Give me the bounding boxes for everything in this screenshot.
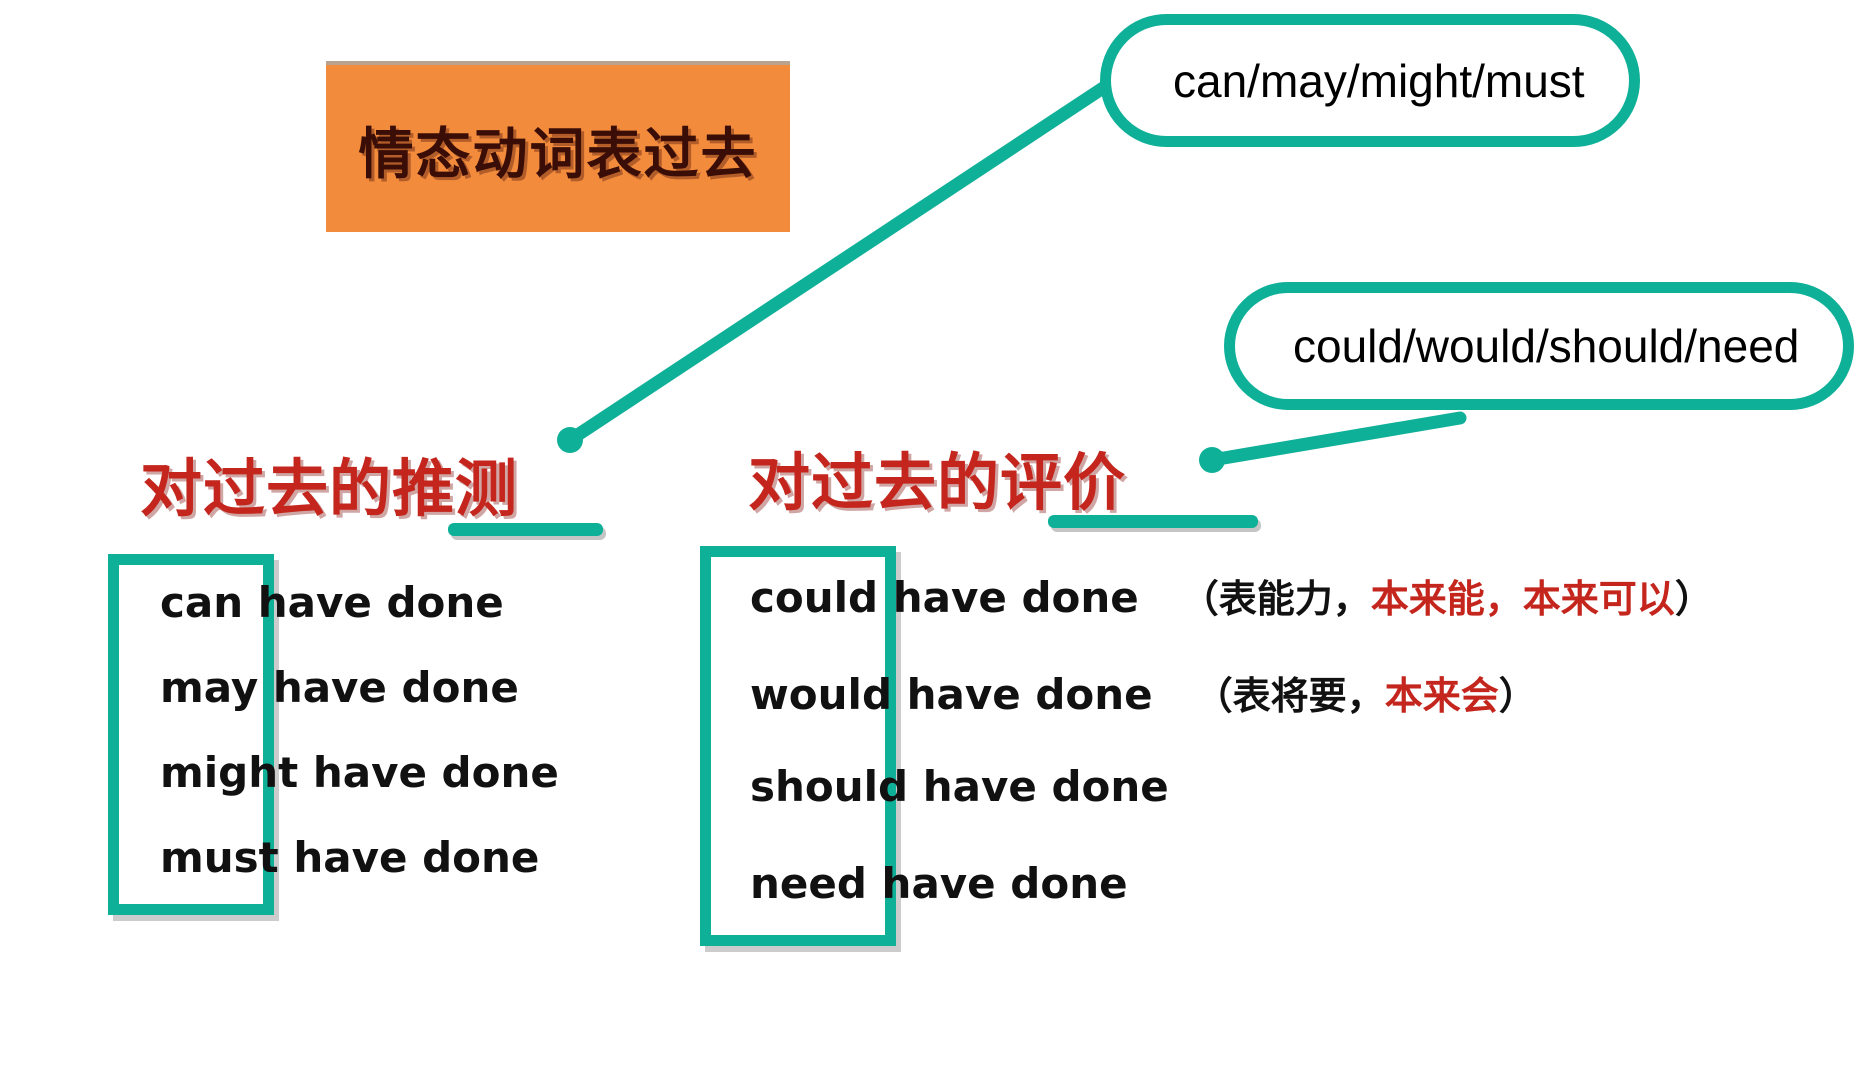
list-item: need have done <box>750 859 1713 956</box>
phrase-list-evaluation: could have done （表能力，本来能，本来可以） would hav… <box>750 568 1713 956</box>
connector-dot-1 <box>557 427 583 453</box>
highlight-box-right <box>700 546 896 946</box>
phrase-annotation: （表能力，本来能，本来可以） <box>1181 568 1713 623</box>
phrase-text: should have done <box>750 762 1169 811</box>
annotation-red: 本来能，本来可以 <box>1370 577 1675 621</box>
phrase-text: can have done <box>160 578 504 627</box>
phrase-annotation: （表将要，本来会） <box>1195 665 1537 720</box>
title-text: 情态动词表过去 <box>358 121 758 186</box>
heading-speculation: 对过去的推测 <box>140 452 519 525</box>
phrase-text: would have done <box>750 670 1153 719</box>
speech-bubble-1-text: can/may/might/must <box>1173 54 1585 107</box>
speech-bubble-modals-past[interactable]: could/would/should/need <box>1224 282 1854 410</box>
annotation-tail: ） <box>1674 577 1713 621</box>
phrase-text: might have done <box>160 748 559 797</box>
connector-dot-2 <box>1199 447 1225 473</box>
phrase-text: could have done <box>750 573 1139 622</box>
phrase-text: must have done <box>160 833 540 882</box>
phrase-text: may have done <box>160 663 519 712</box>
heading-evaluation: 对过去的评价 <box>748 446 1127 519</box>
heading-underline-left <box>448 523 603 536</box>
speech-bubble-modals-present[interactable]: can/may/might/must <box>1100 14 1640 147</box>
list-item: must have done <box>160 833 559 918</box>
title-banner: 情态动词表过去 <box>326 61 790 232</box>
heading-underline-right <box>1048 515 1258 528</box>
phrase-list-speculation: can have done may have done might have d… <box>160 578 559 918</box>
annotation-black: （表能力， <box>1180 577 1371 621</box>
highlight-box-left <box>108 554 274 915</box>
list-item: may have done <box>160 663 559 748</box>
annotation-black: （表将要， <box>1194 674 1385 718</box>
list-item: can have done <box>160 578 559 663</box>
connector-line-2 <box>1205 411 1467 467</box>
list-item: should have done <box>750 762 1713 859</box>
annotation-red: 本来会 <box>1384 674 1499 718</box>
list-item: would have done （表将要，本来会） <box>750 665 1713 762</box>
phrase-text: need have done <box>750 859 1128 908</box>
list-item: could have done （表能力，本来能，本来可以） <box>750 568 1713 665</box>
list-item: might have done <box>160 748 559 833</box>
annotation-tail: ） <box>1498 674 1537 718</box>
speech-bubble-2-text: could/would/should/need <box>1293 320 1800 372</box>
